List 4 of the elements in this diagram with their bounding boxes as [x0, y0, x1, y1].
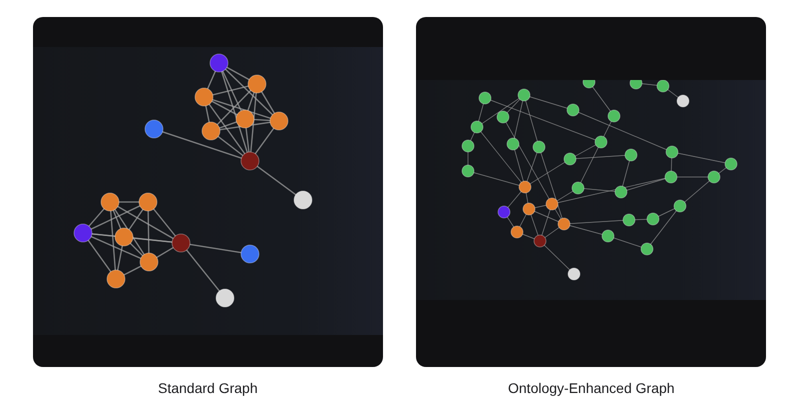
node-label: Ontology-Enhanced Graph — [508, 380, 675, 396]
graph-screenshot — [416, 17, 766, 367]
node-label: Standard Graph — [158, 380, 258, 396]
graph-screenshot — [33, 17, 383, 367]
